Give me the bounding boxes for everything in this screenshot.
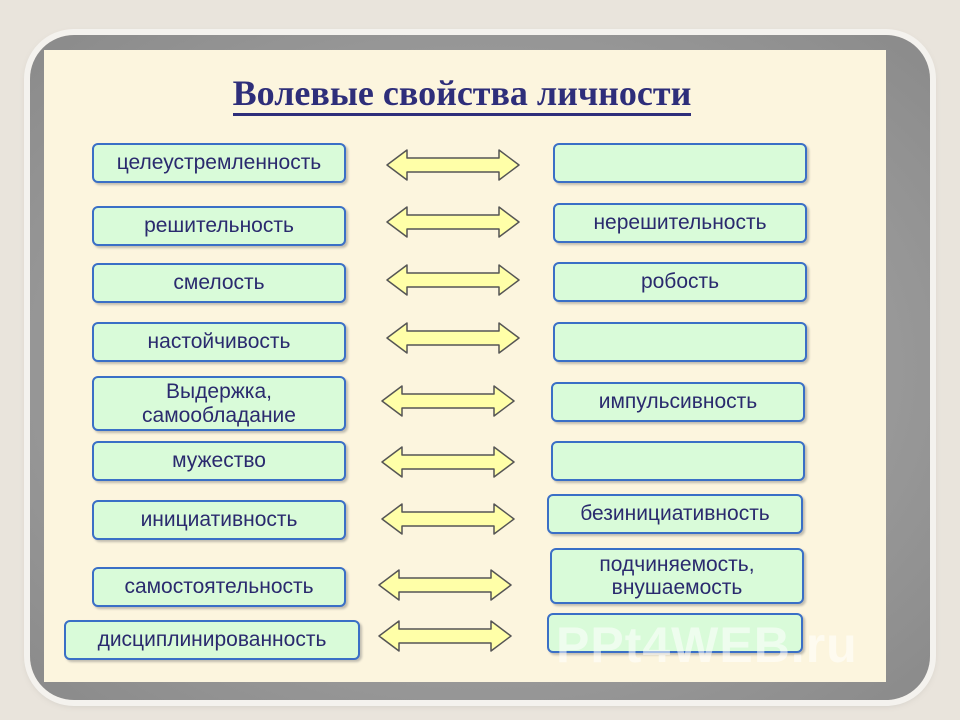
slide-title: Волевые свойства личности xyxy=(0,72,924,116)
watermark: PPt4WEB.ru xyxy=(556,617,858,673)
trait-box-right: безинициативность xyxy=(547,494,803,534)
double-arrow-icon xyxy=(385,321,521,355)
trait-box-left: мужество xyxy=(92,441,346,481)
trait-box-right: импульсивность xyxy=(551,382,805,422)
trait-box-left: инициативность xyxy=(92,500,346,540)
double-arrow-icon xyxy=(377,568,513,602)
trait-box-left: решительность xyxy=(92,206,346,246)
trait-box-right: нерешительность xyxy=(553,203,807,243)
trait-box-left: дисциплинированность xyxy=(64,620,360,660)
trait-box-right xyxy=(547,613,803,653)
trait-box-right xyxy=(553,143,807,183)
trait-box-left: настойчивость xyxy=(92,322,346,362)
slide-title-text: Волевые свойства личности xyxy=(232,73,692,116)
double-arrow-icon xyxy=(380,445,516,479)
trait-box-right: подчиняемость, внушаемость xyxy=(550,548,804,604)
trait-box-left: смелость xyxy=(92,263,346,303)
trait-box-left: целеустремленность xyxy=(92,143,346,183)
trait-box-right xyxy=(551,441,805,481)
double-arrow-icon xyxy=(380,502,516,536)
double-arrow-icon xyxy=(385,148,521,182)
double-arrow-icon xyxy=(377,619,513,653)
trait-box-right: робость xyxy=(553,262,807,302)
double-arrow-icon xyxy=(385,263,521,297)
trait-box-right xyxy=(553,322,807,362)
double-arrow-icon xyxy=(385,205,521,239)
trait-box-left: Выдержка, самообладание xyxy=(92,376,346,431)
double-arrow-icon xyxy=(380,384,516,418)
trait-box-left: самостоятельность xyxy=(92,567,346,607)
